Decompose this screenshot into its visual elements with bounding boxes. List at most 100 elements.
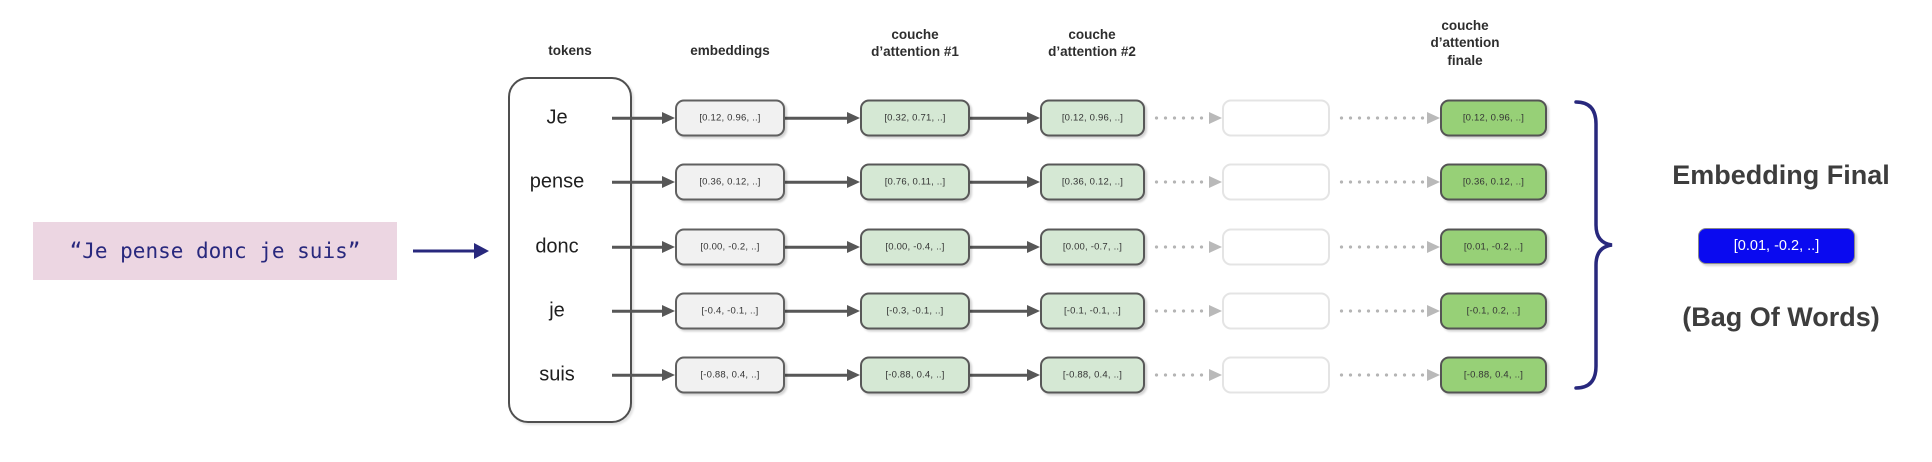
token-label: pense [529,170,585,193]
attention2-box: [0.36, 0.12, ..] [1040,163,1145,201]
tokens-container [508,77,632,423]
embedding-box: [0.36, 0.12, ..] [675,163,785,201]
final-attention-box: [-0.1, 0.2, ..] [1440,292,1547,330]
arrow-head-icon [474,243,489,259]
arrow-line [1337,373,1426,377]
arrow-line [1152,373,1208,377]
flow-arrow [785,109,860,127]
input-arrow [413,242,489,260]
final-attention-box: [-0.88, 0.4, ..] [1440,356,1547,394]
arrow-head-icon [847,176,860,188]
input-sentence-box: “Je pense donc je suis” [33,222,397,280]
column-header-attention-final: couche d’attention finale [1430,18,1500,68]
column-header-embeddings: embeddings [690,43,770,58]
arrow-head-icon [1027,305,1040,317]
final-embedding-title: Embedding Final [1672,160,1890,190]
column-header-tokens: tokens [548,43,592,58]
flow-arrow [612,238,675,256]
skipped-layer-box [1222,228,1330,266]
arrow-line [1152,245,1208,249]
final-attention-box: [0.01, -0.2, ..] [1440,228,1547,266]
arrow-line [612,245,664,249]
arrow-head-icon [662,112,675,124]
column-header-attention-1: couche d’attention #1 [871,27,959,60]
arrow-head-icon [1209,305,1222,317]
arrow-line [1152,116,1208,120]
arrow-line [1337,309,1426,313]
token-label: Je [546,106,568,129]
skipped-layer-box [1222,292,1330,330]
flow-arrow [612,302,675,320]
arrow-head-icon [1209,176,1222,188]
arrow-line [970,180,1029,184]
arrow-head-icon [1427,176,1440,188]
arrow-head-icon [662,241,675,253]
dotted-flow-arrow [1152,302,1222,320]
embedding-box: [-0.88, 0.4, ..] [675,356,785,394]
arrow-line [612,180,664,184]
arrow-head-icon [1209,112,1222,124]
attention2-box: [-0.88, 0.4, ..] [1040,356,1145,394]
input-sentence-text: “Je pense donc je suis” [69,239,361,263]
flow-arrow [612,366,675,384]
arrow-line [612,373,664,377]
final-embedding-vector: [0.01, -0.2, ..] [1698,228,1855,264]
skipped-layer-box [1222,99,1330,137]
token-label: je [549,299,565,322]
attention1-box: [-0.88, 0.4, ..] [860,356,970,394]
final-attention-box: [0.36, 0.12, ..] [1440,163,1547,201]
dotted-flow-arrow [1152,109,1222,127]
final-embedding-vector-text: [0.01, -0.2, ..] [1733,238,1820,254]
arrow-head-icon [1427,112,1440,124]
arrow-head-icon [662,369,675,381]
arrow-line [785,309,849,313]
skipped-layer-box [1222,356,1330,394]
dotted-flow-arrow [1337,238,1440,256]
arrow-line [612,116,664,120]
arrow-line [785,116,849,120]
attention1-box: [0.76, 0.11, ..] [860,163,970,201]
arrow-line [1152,180,1208,184]
embedding-box: [0.12, 0.96, ..] [675,99,785,137]
dotted-flow-arrow [1337,366,1440,384]
token-label: suis [539,363,575,386]
arrow-head-icon [1027,369,1040,381]
bag-of-words-label: (Bag Of Words) [1682,302,1880,332]
arrow-head-icon [1427,369,1440,381]
dotted-flow-arrow [1337,173,1440,191]
flow-arrow [970,173,1040,191]
token-label: donc [535,235,579,258]
attention2-box: [0.12, 0.96, ..] [1040,99,1145,137]
dotted-flow-arrow [1337,302,1440,320]
arrow-head-icon [1209,369,1222,381]
embedding-box: [-0.4, -0.1, ..] [675,292,785,330]
column-header-attention-2: couche d’attention #2 [1048,27,1136,60]
arrow-line [1337,245,1426,249]
flow-arrow [612,173,675,191]
flow-arrow [612,109,675,127]
curly-brace-icon [1574,100,1613,390]
flow-arrow [785,173,860,191]
attention1-box: [-0.3, -0.1, ..] [860,292,970,330]
arrow-head-icon [662,305,675,317]
flow-arrow [970,238,1040,256]
attention2-box: [-0.1, -0.1, ..] [1040,292,1145,330]
arrow-line [970,116,1029,120]
flow-arrow [785,366,860,384]
arrow-line [785,373,849,377]
flow-arrow [970,366,1040,384]
dotted-flow-arrow [1152,173,1222,191]
arrow-head-icon [1027,176,1040,188]
dotted-flow-arrow [1337,109,1440,127]
arrow-line [612,309,664,313]
attention1-box: [0.00, -0.4, ..] [860,228,970,266]
arrow-line [785,180,849,184]
arrow-line [970,245,1029,249]
arrow-head-icon [1427,241,1440,253]
attention1-box: [0.32, 0.71, ..] [860,99,970,137]
flow-arrow [970,109,1040,127]
skipped-layer-box [1222,163,1330,201]
final-attention-box: [0.12, 0.96, ..] [1440,99,1547,137]
arrow-head-icon [1209,241,1222,253]
arrow-head-icon [847,369,860,381]
